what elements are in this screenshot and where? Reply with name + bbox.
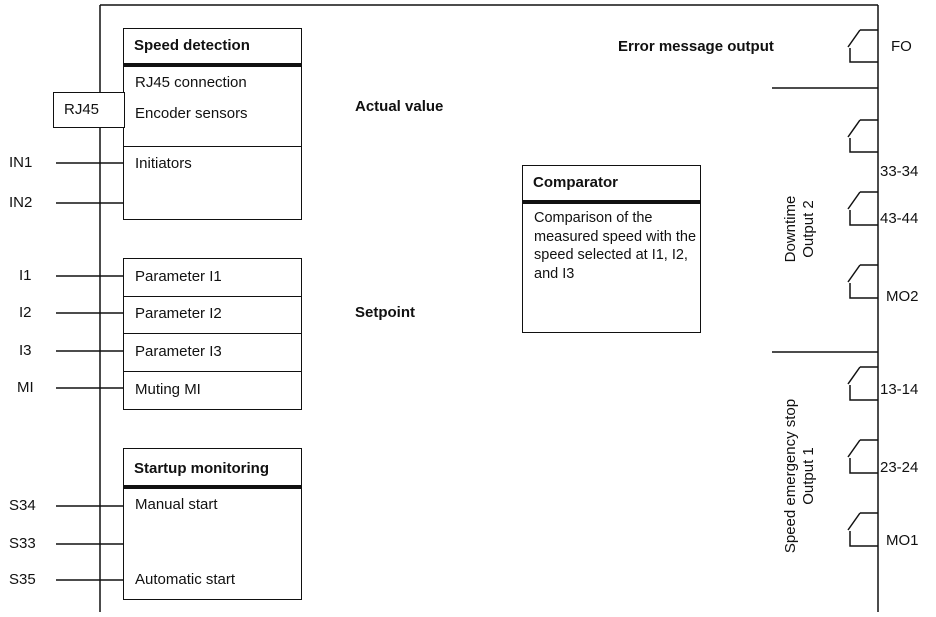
parameter-i2-label: Parameter I2 xyxy=(135,305,222,322)
rj45-connection-label: RJ45 connection xyxy=(135,74,247,91)
terminal-43-44: 43-44 xyxy=(880,210,919,227)
contact-43-44 xyxy=(847,191,878,226)
output1-line2: Output 1 xyxy=(800,447,817,505)
contact-23-24 xyxy=(847,439,878,474)
comparator-box: Comparator Comparison of the measured sp… xyxy=(522,165,701,333)
contact-mo1 xyxy=(847,512,878,547)
input-s33: S33 xyxy=(9,535,36,552)
actual-value-label: Actual value xyxy=(355,98,444,115)
output1-line1: Speed emergency stop xyxy=(782,398,799,554)
setpoint-label: Setpoint xyxy=(355,304,415,321)
input-i2: I2 xyxy=(19,304,32,321)
comparator-title: Comparator xyxy=(533,174,619,191)
terminal-mo1: MO1 xyxy=(886,532,919,549)
output1-group-label: Speed emergency stop Output 1 xyxy=(782,371,822,581)
output2-group-label: Downtime Output 2 xyxy=(782,179,822,279)
terminal-fo: FO xyxy=(891,38,912,55)
startup-monitoring-title: Startup monitoring xyxy=(134,460,269,477)
speed-detection-box: Speed detection RJ45 connection Encoder … xyxy=(123,28,302,220)
parameter-box: Parameter I1 Parameter I2 Parameter I3 M… xyxy=(123,258,302,410)
output2-line1: Downtime xyxy=(782,195,799,263)
rj45-port: RJ45 xyxy=(53,92,125,128)
parameter-i1-label: Parameter I1 xyxy=(135,268,222,285)
speed-detection-divider xyxy=(124,146,301,147)
input-in2: IN2 xyxy=(9,194,33,211)
input-in1: IN1 xyxy=(9,154,33,171)
rj45-port-label: RJ45 xyxy=(64,101,100,118)
input-i1: I1 xyxy=(19,267,32,284)
terminal-23-24: 23-24 xyxy=(880,459,919,476)
input-mi: MI xyxy=(17,379,34,396)
automatic-start-label: Automatic start xyxy=(135,571,236,588)
input-s34: S34 xyxy=(9,497,36,514)
contact-fo xyxy=(847,29,878,63)
speed-detection-title: Speed detection xyxy=(134,37,250,54)
parameter-divider-3 xyxy=(124,371,301,372)
output2-line2: Output 2 xyxy=(800,200,817,258)
startup-monitoring-box: Startup monitoring Manual start Automati… xyxy=(123,448,302,600)
startup-title-rule xyxy=(124,485,301,489)
contact-33-34 xyxy=(847,119,878,153)
terminal-33-34: 33-34 xyxy=(880,163,919,180)
input-s35: S35 xyxy=(9,571,36,588)
parameter-i3-label: Parameter I3 xyxy=(135,343,222,360)
terminal-13-14: 13-14 xyxy=(880,381,919,398)
parameter-divider-2 xyxy=(124,333,301,334)
encoder-sensors-label: Encoder sensors xyxy=(135,105,248,122)
contact-13-14 xyxy=(847,366,878,401)
comparator-description: Comparison of the measured speed with th… xyxy=(534,210,697,282)
speed-detection-title-rule xyxy=(124,63,301,67)
error-output-label: Error message output xyxy=(618,38,774,55)
contact-mo2 xyxy=(847,264,878,299)
input-i3: I3 xyxy=(19,342,32,359)
muting-mi-label: Muting MI xyxy=(135,381,201,398)
terminal-mo2: MO2 xyxy=(886,288,919,305)
parameter-divider-1 xyxy=(124,296,301,297)
comparator-title-rule xyxy=(523,200,700,204)
manual-start-label: Manual start xyxy=(135,496,218,513)
initiators-label: Initiators xyxy=(135,155,192,172)
